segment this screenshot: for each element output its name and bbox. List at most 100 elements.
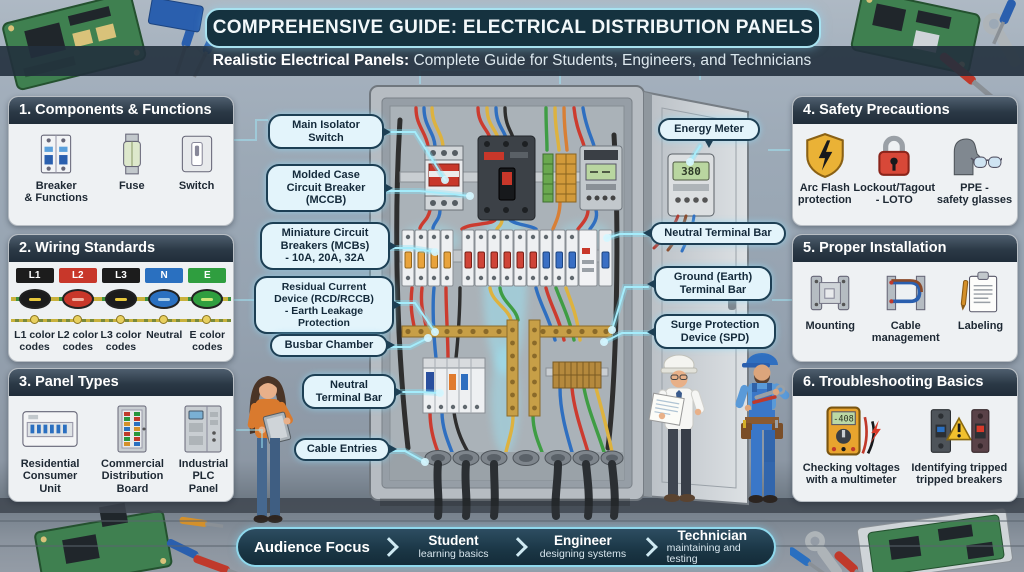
- installation-item: Mounting: [805, 269, 855, 332]
- card-panel-types: 3. Panel Types Residential Consumer Unit: [8, 368, 234, 502]
- panel-type-item: Industrial PLC Panel: [178, 403, 229, 495]
- phase-column-l3: L3 L3 color codes: [96, 268, 145, 353]
- audience-stage-technician: Technician maintaining and testing: [666, 527, 758, 566]
- phase-column-e: E E color codes: [183, 268, 232, 353]
- callout-busbar-chamber: Busbar Chamber: [270, 334, 395, 357]
- clipboard-pen-icon: [957, 269, 1005, 317]
- mccb: [477, 135, 536, 221]
- audience-focus-bar: Audience Focus Student learning basics E…: [236, 527, 776, 567]
- item-label: Mounting: [805, 320, 855, 332]
- callout-neutral-terminal-bar-right: Neutral Terminal Bar: [643, 222, 786, 245]
- person-student-woman: [247, 376, 293, 523]
- tripped-breaker-icon: [927, 403, 991, 459]
- stage-name: Technician: [677, 527, 748, 543]
- troubleshooting-item: -408 Checking voltages with a multimeter: [803, 403, 900, 487]
- audience-stage-student: Student learning basics: [408, 534, 499, 559]
- stage-desc: maintaining and testing: [666, 542, 741, 566]
- stage-name: Engineer: [554, 533, 612, 549]
- installation-item: Labeling: [957, 269, 1005, 332]
- phase-label: E color codes: [189, 329, 226, 353]
- card-title: 5. Proper Installation: [793, 235, 1017, 262]
- safety-item: PPE - safety glasses: [937, 131, 1012, 207]
- circuit-breaker-icon: [35, 131, 77, 177]
- card-proper-installation: 5. Proper Installation Mounting: [792, 234, 1018, 362]
- switch-icon: [176, 131, 218, 177]
- rcd-group: [422, 357, 486, 414]
- card-title: 4. Safety Precautions: [793, 97, 1017, 124]
- safety-item: Arc Flash protection: [798, 131, 852, 207]
- phase-chip-l1: L1: [15, 268, 54, 283]
- item-label: Switch: [178, 180, 215, 192]
- callout-main-isolator-switch: Main Isolator Switch: [268, 114, 391, 150]
- component-item: Fuse: [111, 131, 153, 192]
- wire-graphic: [96, 288, 145, 310]
- item-label: Industrial PLC Panel: [178, 458, 229, 495]
- ground-terminal-strip: [545, 361, 609, 389]
- item-label: Checking voltages with a multimeter: [802, 462, 900, 487]
- component-item: Breaker & Functions: [24, 131, 88, 205]
- callout-mcbs: Miniature Circuit Breakers (MCBs) - 10A,…: [260, 222, 397, 270]
- phase-chip-e: E: [188, 268, 227, 283]
- card-title: 6. Troubleshooting Basics: [793, 369, 1017, 396]
- callout-spd: Surge Protection Device (SPD): [647, 314, 776, 350]
- wire-graphic: [140, 288, 189, 310]
- stage-desc: designing systems: [539, 547, 627, 560]
- callout-mccb: Molded Case Circuit Breaker (MCCB): [266, 164, 393, 212]
- mcb-row: [399, 229, 613, 287]
- safety-item: Lockout/Tagout - LOTO: [853, 131, 935, 207]
- item-label: Lockout/Tagout - LOTO: [853, 182, 936, 207]
- item-label: PPE - safety glasses: [936, 182, 1013, 207]
- callout-ground-terminal-bar: Ground (Earth) Terminal Bar: [647, 266, 772, 302]
- wire-graphic: [53, 288, 102, 310]
- callout-energy-meter: Energy Meter: [658, 118, 760, 148]
- item-label: Cable management: [871, 320, 940, 345]
- phase-label: L1 color codes: [14, 329, 56, 353]
- phase-label: Neutral: [146, 329, 183, 341]
- commercial-distribution-board-icon: [109, 403, 155, 455]
- item-label: Identifying tripped tripped breakers: [911, 462, 1008, 487]
- wire-graphic: [10, 288, 59, 310]
- item-label: Commercial Distribution Board: [101, 458, 164, 495]
- energy-meter: 380: [652, 153, 715, 253]
- phase-label: L3 color codes: [100, 329, 142, 353]
- subtitle-band: Realistic Electrical Panels: Complete Gu…: [0, 46, 1024, 76]
- troubleshooting-item: Identifying tripped tripped breakers: [911, 403, 1007, 487]
- padlock-icon: [870, 131, 918, 179]
- cable-entries: [390, 450, 624, 520]
- phase-chip-n: N: [145, 268, 184, 283]
- phase-chip-l2: L2: [58, 268, 97, 283]
- item-label: Fuse: [118, 180, 145, 192]
- item-label: Breaker & Functions: [24, 180, 88, 205]
- audience-bar-title: Audience Focus: [254, 538, 370, 556]
- item-label: Arc Flash protection: [797, 182, 852, 207]
- installation-item: Cable management: [872, 269, 940, 345]
- fuse-icon: [111, 131, 153, 177]
- chevron-right-icon: [508, 537, 529, 557]
- wire-mini: [96, 315, 145, 325]
- wire-graphic: [183, 288, 232, 310]
- phase-label: L2 color codes: [57, 329, 99, 353]
- floor-line: [0, 520, 1024, 522]
- callout-rcd: Residual Current Device (RCD/RCCB) - Ear…: [254, 276, 401, 335]
- card-components-functions: 1. Components & Functions Breaker & Func…: [8, 96, 234, 226]
- wire-mini: [140, 315, 189, 325]
- chevron-right-icon: [378, 537, 399, 557]
- card-title: 3. Panel Types: [9, 369, 233, 396]
- phase-column-n: N Neutral: [140, 268, 189, 342]
- phase-chip-l3: L3: [101, 268, 140, 283]
- wire-mini: [53, 315, 102, 325]
- mounting-bracket-icon: [806, 269, 854, 317]
- callout-cable-entries: Cable Entries: [294, 438, 397, 461]
- item-label: Labeling: [957, 320, 1004, 332]
- wire-mini: [183, 315, 232, 325]
- wire-mini: [10, 315, 59, 325]
- multimeter-reading: -408: [834, 414, 855, 424]
- card-troubleshooting-basics: 6. Troubleshooting Basics -408 Checking …: [792, 368, 1018, 502]
- audience-stage-engineer: Engineer designing systems: [537, 534, 628, 559]
- panel-type-item: Commercial Distribution Board: [87, 403, 178, 495]
- phase-column-l1: L1 L1 color codes: [10, 268, 59, 353]
- card-wiring-standards: 2. Wiring Standards L1 L1 color codes L2…: [8, 234, 234, 362]
- panel-type-item: Residential Consumer Unit: [13, 403, 87, 495]
- stage-desc: learning basics: [418, 547, 489, 560]
